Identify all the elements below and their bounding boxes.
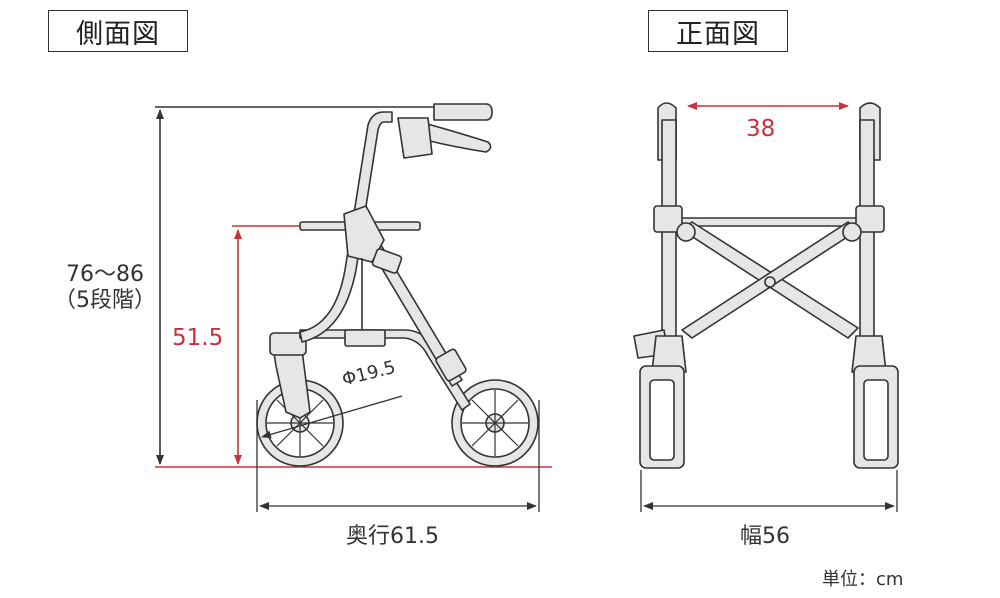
height-label: 76～86 （5段階） [54, 262, 156, 314]
side-view-drawing [155, 103, 552, 468]
height-note: （5段階） [54, 288, 156, 313]
handle-grip [433, 103, 493, 121]
unit-label: 単位：cm [822, 569, 904, 590]
inner-width-label: 38 [746, 116, 776, 142]
brake-lever [417, 121, 492, 153]
folding-lock [371, 248, 403, 274]
depth-dimension [256, 400, 540, 512]
brake-block [397, 117, 433, 159]
side-view-title: 側面図 [48, 10, 188, 52]
front-joint [435, 348, 467, 382]
width-dimension [640, 470, 898, 512]
wheel-diameter-leader [261, 395, 403, 439]
frame-clamp [344, 329, 386, 347]
rear-wheel [256, 379, 344, 467]
rear-upright [299, 111, 393, 343]
left-pivot [676, 222, 696, 242]
front-view-drawing [633, 102, 899, 469]
depth-label: 奥行61.5 [346, 524, 439, 549]
lower-frame [299, 329, 471, 411]
left-upright [661, 119, 677, 361]
left-side-clamp [653, 205, 683, 233]
right-upright [859, 119, 875, 361]
height-value: 76～86 [66, 262, 144, 287]
right-pivot [842, 222, 862, 242]
rear-joint-box [269, 332, 307, 356]
front-seat-bar [675, 217, 861, 227]
front-view-title: 正面図 [648, 10, 788, 52]
width-label: 幅56 [740, 524, 790, 549]
right-side-clamp [855, 205, 885, 233]
seat-height-dimension [155, 225, 552, 468]
x-pivot [764, 276, 776, 288]
left-caster-housing [651, 335, 687, 373]
seat-height-label: 51.5 [172, 325, 224, 351]
front-wheel [451, 379, 539, 467]
